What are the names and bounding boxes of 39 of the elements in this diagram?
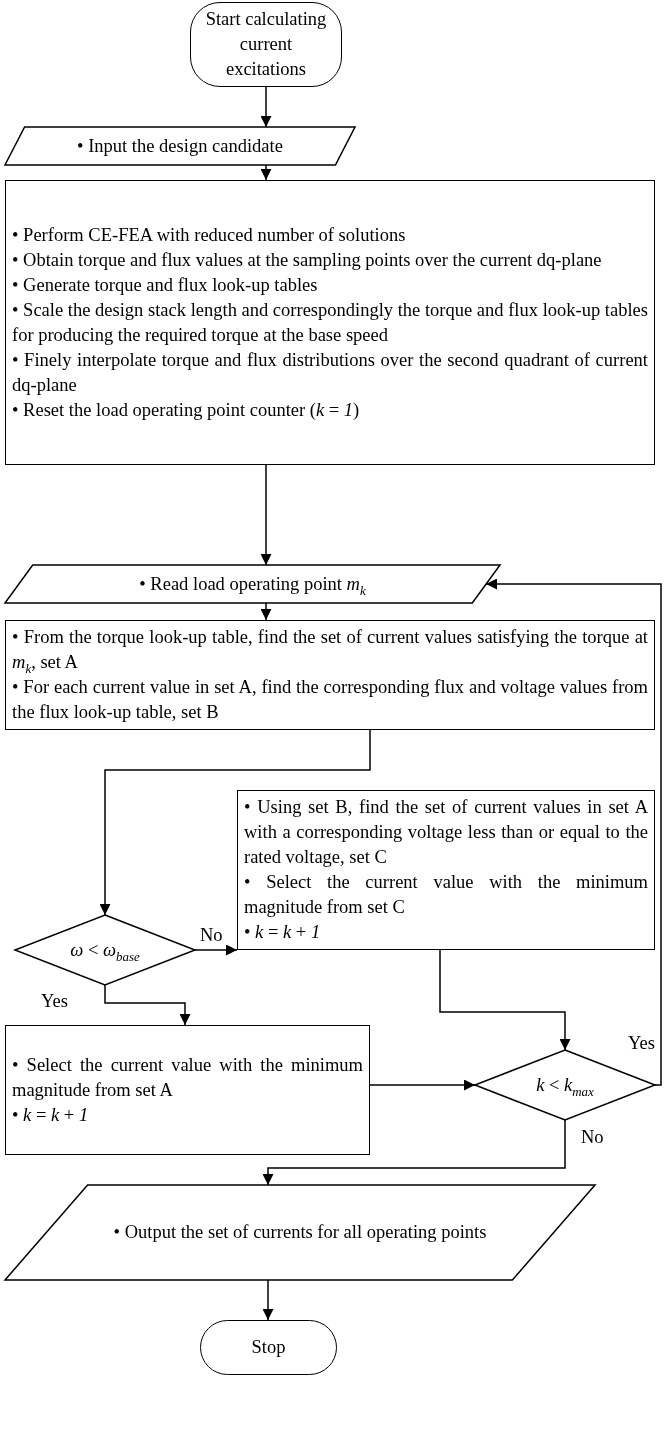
arrow xyxy=(260,464,272,566)
arrow xyxy=(262,1279,274,1321)
arrow xyxy=(369,1079,476,1091)
node-text: • k = k + 1 xyxy=(244,921,322,944)
process-box xyxy=(5,180,655,465)
node-text: • For each current value in set A, find the corresponding flux and voltage values from the flux look-up table, set B xyxy=(12,676,648,724)
node-text: • Obtain torque and flux values at the sampling points over the current dq-plane xyxy=(12,248,603,272)
arrow xyxy=(104,984,191,1026)
arrow xyxy=(260,86,272,128)
arrow xyxy=(99,729,371,916)
process-box xyxy=(5,620,655,730)
node-text: • Generate torque and flux look-up tables xyxy=(12,273,319,297)
node-text: ω < ω$_{base}$ xyxy=(69,938,141,963)
node-text: • Read load operating point m$_{k}$ xyxy=(138,572,367,597)
node-text: • Perform CE-FEA with reduced number of solutions xyxy=(12,223,407,247)
node-text: • Reset the load operating point counter (k = 1) xyxy=(12,398,361,422)
input-output-parallelogram xyxy=(5,127,355,165)
input-output-parallelogram xyxy=(5,1185,595,1280)
decision-diamond xyxy=(15,915,195,985)
node-text: • Scale the design stack length and correspondingly the torque and flux look-up tables for producing the required torque at the base speed xyxy=(12,298,648,347)
terminal-shape xyxy=(190,2,342,87)
process-box xyxy=(5,1025,370,1155)
arrow xyxy=(262,1119,566,1186)
arrow xyxy=(194,944,238,956)
node-text: • k = k + 1 xyxy=(12,1103,90,1127)
node-text: • From the torque look-up table, find the set of current values satisfying the torque at m$_{k}$, set A xyxy=(12,626,648,675)
input-output-parallelogram xyxy=(5,565,500,603)
node-text: • Input the design candidate xyxy=(76,134,284,158)
node-text: • Using set B, find the set of current values in set A with a corresponding voltage less than or equal to the rated voltage, set C xyxy=(244,796,648,869)
arrow xyxy=(485,578,662,1086)
arrow xyxy=(439,949,571,1051)
process-box xyxy=(237,790,655,950)
node-text: k < k$_{max}$ xyxy=(535,1073,595,1098)
node-text: • Output the set of currents for all operating points xyxy=(112,1221,488,1244)
decision-diamond xyxy=(475,1050,655,1120)
node-text: Stop xyxy=(250,1336,287,1359)
node-text: Start calculating current excitations xyxy=(204,8,328,81)
arrow xyxy=(260,164,272,181)
arrow xyxy=(260,602,272,621)
